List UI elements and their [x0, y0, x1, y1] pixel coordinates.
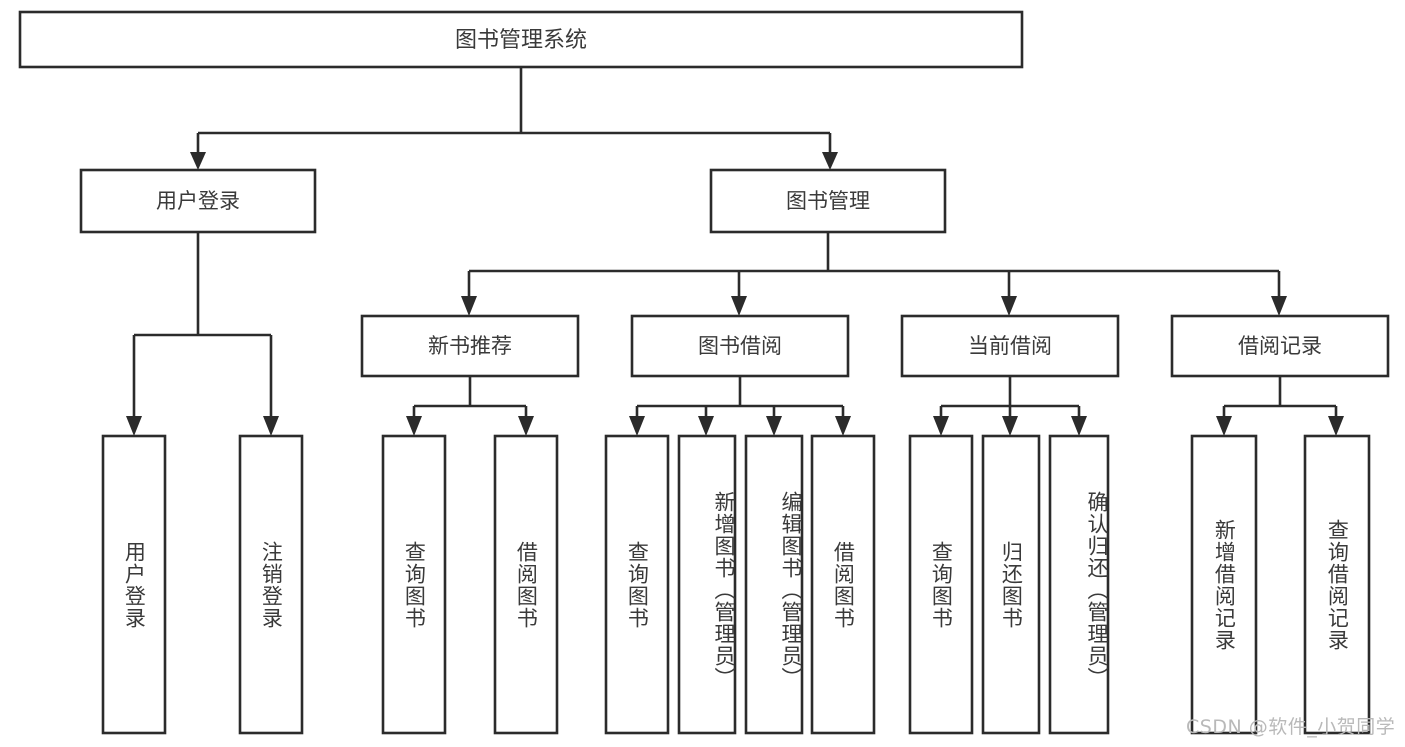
arrow-head-icon — [1216, 416, 1232, 436]
node-current-borrow-box[interactable] — [900, 314, 1120, 378]
leaf-box-borrow-book-recommend[interactable] — [493, 434, 559, 735]
leaf-box-return-book[interactable] — [981, 434, 1041, 735]
node-root[interactable]: 图书管理系统 — [18, 10, 1024, 69]
arrow-head-icon — [461, 296, 477, 316]
node-user-login-label: 用户登录 — [156, 189, 240, 213]
node-book-management[interactable]: 图书管理 — [709, 168, 947, 234]
watermark-text: CSDN @软件_小贺同学 — [1186, 716, 1396, 738]
leaf-box-query-book-current[interactable] — [908, 434, 974, 735]
arrow-head-icon — [822, 152, 838, 170]
arrow-head-icon — [263, 416, 279, 436]
leaf-box-add-borrow-record[interactable] — [1190, 434, 1258, 735]
connector-root-to-level2 — [190, 67, 838, 170]
arrow-head-icon — [1002, 416, 1018, 436]
connector-new-book-recommend-to-leaves — [406, 376, 534, 436]
arrow-head-icon — [698, 416, 714, 436]
node-user-login-box[interactable] — [79, 168, 317, 234]
connector-borrow-record-to-leaves — [1216, 376, 1344, 436]
connector-book-management-to-level3 — [461, 232, 1287, 316]
arrow-head-icon — [766, 416, 782, 436]
arrow-head-icon — [1271, 296, 1287, 316]
node-borrow-record[interactable]: 借阅记录 — [1170, 314, 1390, 378]
leaf-box-query-book-recommend[interactable] — [381, 434, 447, 735]
node-root-box[interactable] — [18, 10, 1024, 69]
leaf-box-user-login[interactable] — [101, 434, 167, 735]
connector-book-borrow-to-leaves — [629, 376, 851, 436]
arrow-head-icon — [406, 416, 422, 436]
arrow-head-icon — [190, 152, 206, 170]
node-book-borrow[interactable]: 图书借阅 — [630, 314, 850, 378]
arrow-head-icon — [1328, 416, 1344, 436]
leaf-box-add-book-admin[interactable] — [677, 434, 737, 735]
leaf-box-query-borrow-record[interactable] — [1303, 434, 1371, 735]
arrow-head-icon — [1071, 416, 1087, 436]
arrow-head-icon — [731, 296, 747, 316]
leaf-box-edit-book-admin[interactable] — [744, 434, 804, 735]
node-root-label: 图书管理系统 — [455, 28, 587, 53]
node-current-borrow[interactable]: 当前借阅 — [900, 314, 1120, 378]
connector-current-borrow-to-leaves — [933, 376, 1087, 436]
leaf-box-query-book-borrow[interactable] — [604, 434, 670, 735]
node-new-book-recommend-label: 新书推荐 — [428, 334, 512, 358]
arrow-head-icon — [933, 416, 949, 436]
leaf-box-confirm-return-admin[interactable] — [1048, 434, 1110, 735]
node-new-book-recommend[interactable]: 新书推荐 — [360, 314, 580, 378]
node-book-management-label: 图书管理 — [786, 189, 870, 213]
arrow-head-icon — [126, 416, 142, 436]
node-borrow-record-label: 借阅记录 — [1238, 334, 1322, 358]
connector-user-login-to-leaves — [126, 232, 279, 436]
leaf-box-borrow-book[interactable] — [810, 434, 876, 735]
arrow-head-icon — [629, 416, 645, 436]
node-book-borrow-label: 图书借阅 — [698, 334, 782, 358]
node-user-login[interactable]: 用户登录 — [79, 168, 317, 234]
leaf-box-logout[interactable] — [238, 434, 304, 735]
arrow-head-icon — [835, 416, 851, 436]
arrow-head-icon — [518, 416, 534, 436]
node-current-borrow-label: 当前借阅 — [968, 334, 1052, 358]
node-new-book-recommend-box[interactable] — [360, 314, 580, 378]
arrow-head-icon — [1001, 296, 1017, 316]
